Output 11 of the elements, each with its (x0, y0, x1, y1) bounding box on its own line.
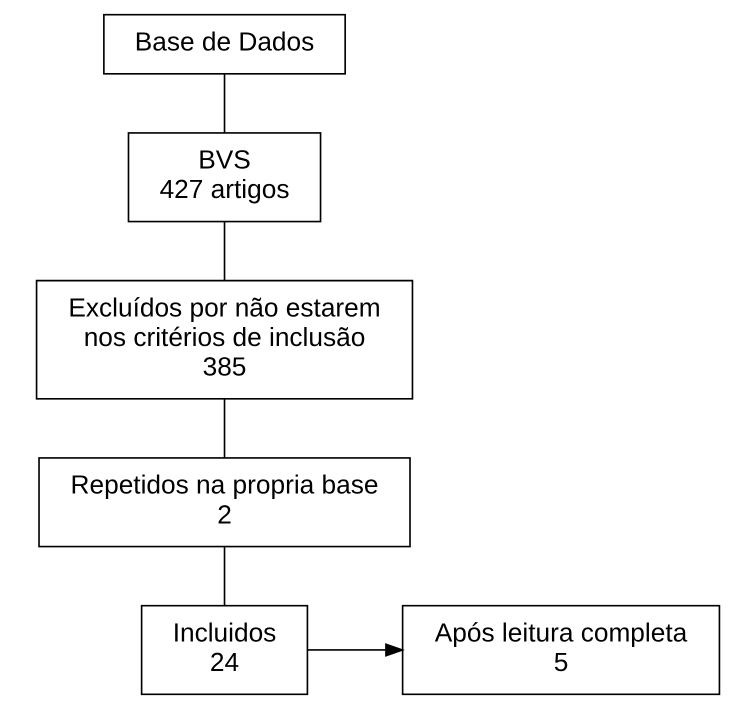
connector (223, 222, 225, 281)
node-box: BVS 427 artigos (127, 132, 321, 222)
node-box: Repetidos na propria base 2 (38, 457, 410, 548)
node-box: Após leitura completa 5 (401, 604, 720, 696)
arrow (308, 643, 404, 657)
node-box: Base de Dados (102, 14, 346, 75)
node-box: Excluídos por não estarem nos critérios de inclusão 385 (35, 280, 413, 400)
connector (223, 398, 225, 458)
node-box: Incluidos 24 (140, 604, 308, 696)
connector (223, 547, 225, 606)
connector (223, 74, 225, 133)
